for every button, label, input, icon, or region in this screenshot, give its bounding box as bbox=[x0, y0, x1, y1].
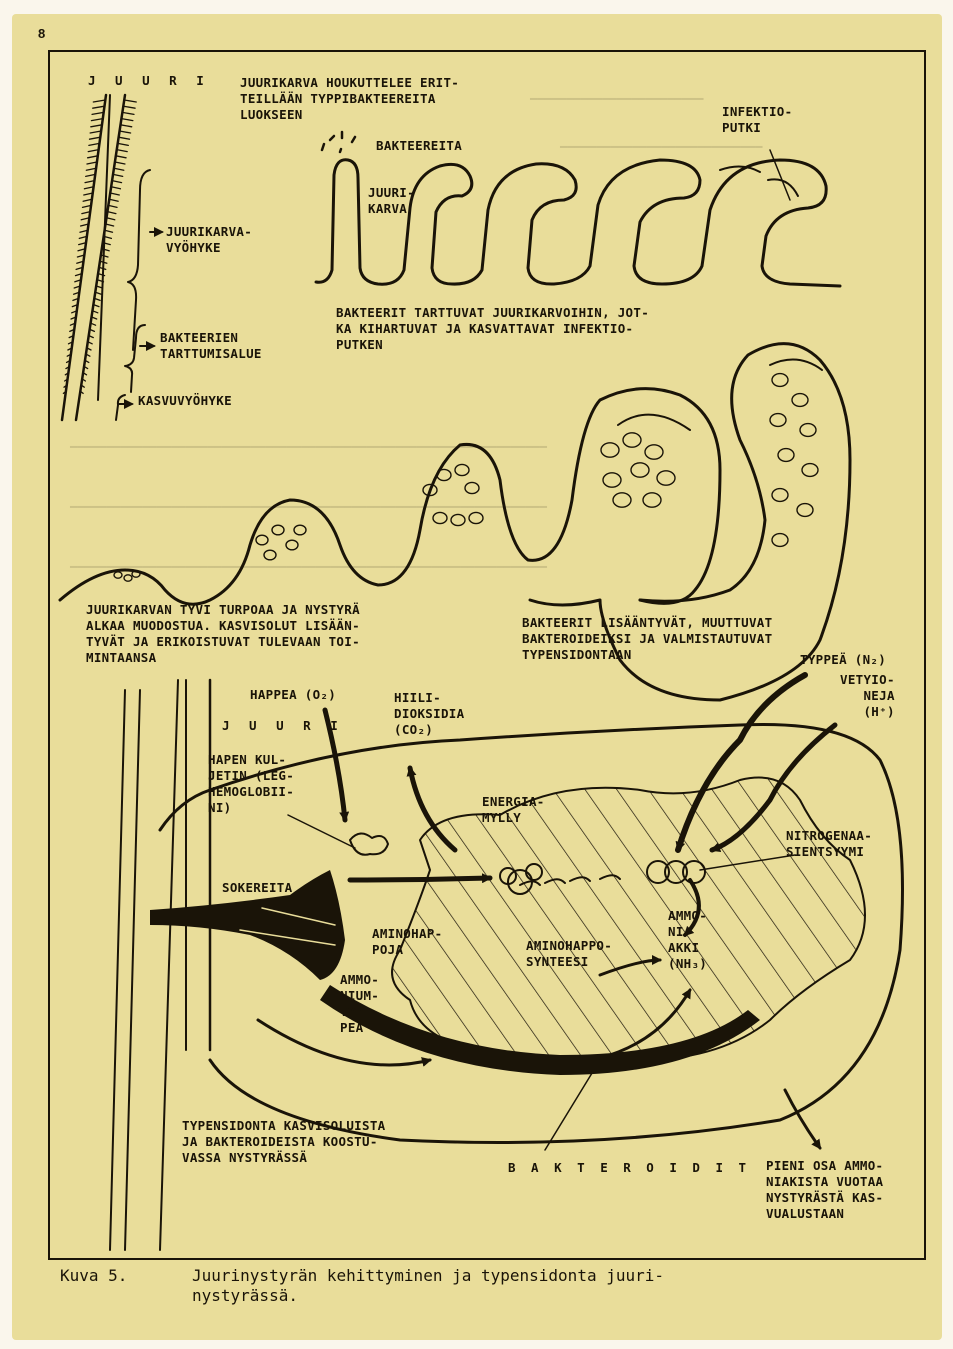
label-ammonia: AMMO- NI- AKKI (NH₃) bbox=[668, 908, 707, 972]
label-leghemoglobin: HAPEN KUL- JETIN (LEG- HEMOGLOBII- NI) bbox=[208, 752, 294, 816]
bacteroid-blob bbox=[465, 482, 479, 493]
bacteroid-blob bbox=[603, 473, 621, 487]
root-hair-stroke bbox=[108, 212, 116, 214]
bacteroid-blob bbox=[657, 471, 675, 485]
label-ammonia-leak: PIENI OSA AMMO- NIAKISTA VUOTAA NYSTYRÄS… bbox=[766, 1158, 883, 1222]
bacteroid-blob bbox=[772, 534, 788, 547]
root-hair-stroke bbox=[113, 174, 123, 176]
label-bacteroids: B A K T E R O I D I T bbox=[508, 1160, 750, 1176]
bacteroid-blob bbox=[264, 550, 276, 560]
root-hair-stroke bbox=[121, 125, 132, 127]
root-hair-stroke bbox=[115, 162, 125, 164]
bacteroid-blob bbox=[613, 493, 631, 507]
label-hydrogen-ions: VETYIO- NEJA (H⁺) bbox=[840, 672, 895, 720]
root-hair-stroke bbox=[121, 119, 132, 121]
label-attracts-bacteria: JUURIKARVA HOUKUTTELEE ERIT- TEILLÄÄN TY… bbox=[240, 75, 459, 123]
root-hair-stroke bbox=[122, 112, 134, 114]
root-hair-stroke bbox=[112, 181, 121, 183]
label-aa-synthesis: AMINOHAPPO- SYNTEESI bbox=[526, 938, 612, 970]
root-hair-stroke bbox=[92, 112, 104, 114]
bacteroid-blob bbox=[802, 464, 818, 477]
bacteroid-blob bbox=[256, 535, 268, 545]
root-title-top: J U U R I bbox=[88, 73, 210, 89]
bacteroid-blob bbox=[124, 575, 132, 581]
root-hair-stroke bbox=[93, 100, 105, 102]
root-hair-stroke bbox=[117, 150, 127, 152]
root-hair-stroke bbox=[109, 199, 118, 201]
label-nitrogenase: NITROGENAA- SIENTSYYMI bbox=[786, 828, 872, 860]
root-hair-stroke bbox=[106, 224, 114, 226]
label-bacteria: BAKTEEREITA bbox=[376, 138, 462, 154]
bacteroid-blob bbox=[772, 374, 788, 387]
root-hair-stroke bbox=[114, 168, 124, 170]
label-bacteria-attach: BAKTEERIT TARTTUVAT JUURIKARVOIHIN, JOT-… bbox=[336, 305, 649, 353]
bacteroid-blob bbox=[792, 394, 808, 407]
bacteroid-blob bbox=[114, 572, 122, 578]
bacteroid-blob bbox=[294, 525, 306, 535]
root-hair-stroke bbox=[88, 156, 98, 158]
root-hair-stroke bbox=[89, 143, 100, 145]
bacteroid-blob bbox=[623, 433, 641, 447]
label-amino-acids: AMINOHAP- POJA bbox=[372, 926, 442, 958]
bacteroid-blob bbox=[645, 445, 663, 459]
label-infection-tube: INFEKTIO- PUTKI bbox=[722, 104, 792, 136]
root-hair-stroke bbox=[111, 187, 120, 189]
label-energy-mill: ENERGIA- MYLLY bbox=[482, 794, 545, 826]
root-hair-stroke bbox=[93, 106, 105, 108]
root-hair-stroke bbox=[119, 137, 130, 139]
label-swelling: JUURIKARVAN TYVI TURPOAA JA NYSTYRÄ ALKA… bbox=[86, 602, 360, 666]
root-hair-stroke bbox=[91, 119, 102, 121]
root-hair-stroke bbox=[88, 150, 98, 152]
label-nitrogen: TYPPEÄ (N₂) bbox=[800, 652, 886, 668]
root-hair-stroke bbox=[107, 218, 115, 220]
bacteroid-blob bbox=[451, 514, 465, 525]
bacteroid-blob bbox=[272, 525, 284, 535]
caption-label: Kuva 5. bbox=[60, 1266, 127, 1286]
bacteroid-blob bbox=[433, 512, 447, 523]
root-hair-stroke bbox=[90, 137, 101, 139]
bacteroid-blob bbox=[469, 512, 483, 523]
bacteroid-blob bbox=[643, 493, 661, 507]
root-tip-illustration bbox=[62, 95, 136, 420]
root-hair-stroke bbox=[118, 143, 129, 145]
root-hair-stroke bbox=[124, 100, 136, 102]
label-root-hair-zone: JUURIKARVA- VYÖHYKE bbox=[166, 224, 252, 256]
root-hair-stroke bbox=[120, 131, 131, 133]
root-hair-stroke bbox=[108, 205, 117, 207]
root-hair-stroke bbox=[90, 131, 101, 133]
bacteroid-blob bbox=[800, 424, 816, 437]
label-co2: HIILI- DIOKSIDIA (CO₂) bbox=[394, 690, 464, 738]
label-sugars: SOKEREITA bbox=[222, 880, 292, 896]
label-ammonium: AMMO- NIUM- TYP- PEA bbox=[340, 972, 379, 1036]
root-title-bottom: J U U R I bbox=[222, 718, 344, 734]
root-hair-stroke bbox=[105, 230, 113, 232]
bacteroid-blob bbox=[631, 463, 649, 477]
bacteroid-blob bbox=[437, 469, 451, 480]
bacteroid-blob bbox=[601, 443, 619, 457]
label-growth-zone: KASVUVYÖHYKE bbox=[138, 393, 232, 409]
caption-text: Juurinystyrän kehittyminen ja typensidon… bbox=[192, 1266, 664, 1306]
zone-brackets bbox=[116, 170, 162, 420]
root-hair-stroke bbox=[116, 156, 126, 158]
label-oxygen: HAPPEA (O₂) bbox=[250, 687, 336, 703]
label-fixation: TYPENSIDONTA KASVISOLUISTA JA BAKTEROIDE… bbox=[182, 1118, 385, 1166]
bacteroid-blob bbox=[797, 504, 813, 517]
root-hair-stroke bbox=[110, 193, 119, 195]
bacteroid-blob bbox=[286, 540, 298, 550]
label-bacteroids-form: BAKTEERIT LISÄÄNTYVÄT, MUUTTUVAT BAKTERO… bbox=[522, 615, 772, 663]
bacteroid-blob bbox=[770, 414, 786, 427]
root-hair-stroke bbox=[123, 106, 135, 108]
label-root-hair: JUURI- KARVA bbox=[368, 185, 415, 217]
bacteroid-blob bbox=[778, 449, 794, 462]
label-attachment-area: BAKTEERIEN TARTTUMISALUE bbox=[160, 330, 262, 362]
root-hair-stroke bbox=[91, 125, 102, 127]
bacteroid-blob bbox=[455, 464, 469, 475]
bacteroid-blob bbox=[772, 489, 788, 502]
